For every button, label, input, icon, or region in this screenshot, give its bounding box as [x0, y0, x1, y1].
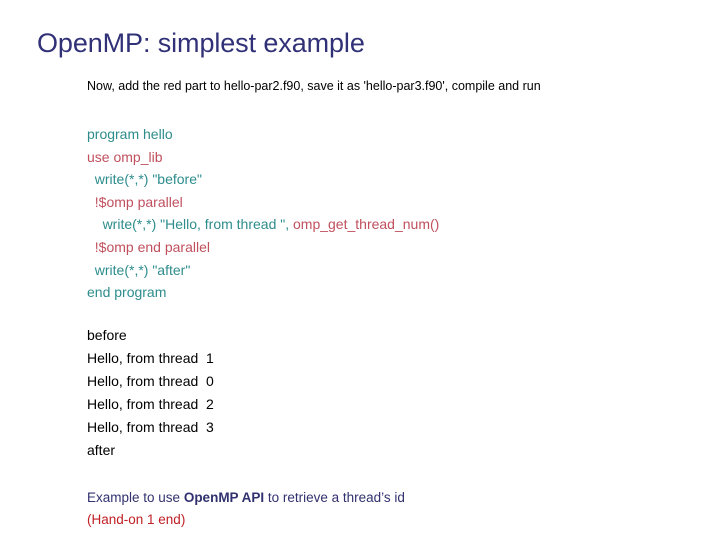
code-token-red: !$omp parallel: [94, 193, 183, 210]
code-line: write(*,*) "before": [87, 168, 439, 191]
code-indent: [87, 194, 95, 210]
code-token-teal: write(*,*) "before": [94, 171, 202, 188]
code-line: !$omp end parallel: [87, 236, 439, 259]
code-token-red: use omp_lib: [87, 148, 163, 165]
footer-note: Example to use OpenMP API to retrieve a …: [87, 487, 405, 531]
footer-note-api-emphasis: OpenMP API: [183, 490, 265, 505]
code-line: !$omp parallel: [87, 191, 439, 214]
page-title: OpenMP: simplest example: [37, 28, 365, 58]
code-token-red: !$omp end parallel: [94, 238, 210, 255]
code-token-teal: write(*,*) "after": [94, 261, 191, 278]
code-line: write(*,*) "after": [87, 259, 439, 282]
code-line: write(*,*) "Hello, from thread ", omp_ge…: [87, 213, 440, 236]
code-token-red: omp_get_thread_num(): [293, 216, 440, 233]
code-token-teal: program hello: [87, 126, 173, 142]
code-line: program hello: [87, 123, 439, 146]
output-line: before: [87, 327, 127, 343]
footer-note-prefix: Example to use: [87, 490, 184, 505]
output-line: Hello, from thread 1: [87, 350, 214, 366]
code-indent: [87, 262, 95, 278]
output-line: Hello, from thread 0: [87, 373, 214, 389]
code-token-teal: end program: [87, 284, 167, 301]
output-line: Hello, from thread 3: [87, 419, 214, 435]
footer-note-line-1: Example to use OpenMP API to retrieve a …: [87, 487, 405, 509]
footer-note-line-2: (Hand-on 1 end): [87, 512, 186, 527]
output-line: after: [87, 442, 116, 458]
code-indent: [87, 239, 95, 255]
instruction-text: Now, add the red part to hello-par2.f90,…: [87, 79, 541, 93]
fortran-code-block: program hello use omp_lib write(*,*) "bef…: [87, 123, 439, 304]
code-indent: [87, 216, 103, 232]
code-line: end program: [87, 281, 439, 304]
code-token-teal: write(*,*) "Hello, from thread ",: [102, 216, 293, 233]
output-line: Hello, from thread 2: [87, 396, 214, 412]
code-line: use omp_lib: [87, 146, 439, 169]
code-indent: [87, 171, 95, 187]
footer-note-suffix: to retrieve a thread’s id: [264, 490, 405, 505]
